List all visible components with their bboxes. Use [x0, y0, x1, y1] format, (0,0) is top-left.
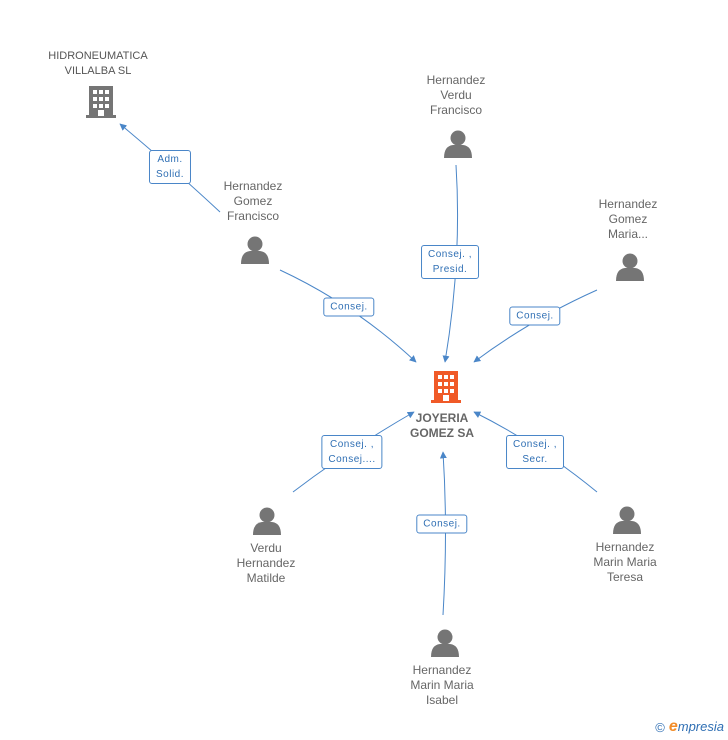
edge-label-consej-secr[interactable]: Consej. , Secr. [506, 435, 564, 469]
company-name-line1: HIDRONEUMATICA [48, 50, 148, 62]
person-label-line: Hernandez [236, 556, 296, 570]
edge-label-consej-p3[interactable]: Consej. [509, 306, 561, 326]
person-label-line: Hernandez [598, 197, 658, 211]
edge-label-line: Presid. [432, 264, 468, 275]
person-label-line: Marin Maria [593, 555, 657, 569]
person-icon-p6[interactable] [613, 506, 641, 535]
person-label-line: Verdu [250, 541, 282, 555]
edge-label-adm-solid[interactable]: Adm. Solid. [148, 150, 192, 184]
edge-label-consej-p5[interactable]: Consej. [416, 514, 468, 534]
brand-name: mpresia [677, 719, 724, 734]
center-name-line1: JOYERIA [415, 411, 469, 425]
person-label-line: Isabel [425, 693, 459, 707]
company-name-label[interactable]: HIDRONEUMATICA VILLALBA SL [48, 49, 147, 79]
edge-label-line: Consej. , [428, 249, 472, 260]
edge-label-line: Consej. [423, 518, 461, 530]
copyright-symbol: © [655, 719, 665, 735]
edge-label-line: Secr. [522, 454, 548, 465]
center-company-building-icon[interactable] [431, 371, 461, 403]
person-label-line: Francisco [429, 103, 482, 117]
center-company-label[interactable]: JOYERIA GOMEZ SA [410, 411, 474, 441]
person-label-p6[interactable]: Hernandez Marin Maria Teresa [593, 540, 656, 585]
person-label-line: Hernandez [412, 663, 472, 677]
person-icon-p2[interactable] [241, 236, 269, 265]
person-label-line: Marin Maria [410, 678, 474, 692]
edge-label-line: Consej. [330, 301, 368, 313]
person-label-line: Gomez [608, 212, 648, 226]
person-label-p1[interactable]: Hernandez Verdu Francisco [427, 73, 486, 118]
person-label-line: Hernandez [223, 179, 283, 193]
person-icon-p5[interactable] [431, 629, 459, 658]
person-label-line: Francisco [226, 209, 279, 223]
person-label-line: Maria... [607, 227, 648, 241]
person-label-p3[interactable]: Hernandez Gomez Maria... [599, 197, 658, 242]
edge-label-consej-p2[interactable]: Consej. [323, 297, 375, 317]
edge-label-line: Adm. [157, 154, 183, 165]
edge-line-consej-p5 [439, 451, 447, 616]
footer-brand: © empresia [655, 718, 724, 736]
edge-label-consej-consej[interactable]: Consej. , Consej.... [321, 435, 383, 469]
edge-label-line: Consej. , [330, 439, 374, 450]
person-label-line: Gomez [233, 194, 273, 208]
edge-label-consej-presid[interactable]: Consej. , Presid. [421, 245, 479, 279]
person-icon-p3[interactable] [616, 253, 644, 282]
edge-label-line: Solid. [155, 169, 185, 180]
person-label-line: Hernandez [426, 73, 486, 87]
person-label-line: Matilde [246, 571, 286, 585]
person-label-line: Teresa [606, 570, 644, 584]
person-label-p4[interactable]: Verdu Hernandez Matilde [237, 541, 296, 586]
brand-logo-e-icon: e [668, 718, 678, 735]
person-label-line: Hernandez [595, 540, 655, 554]
person-label-p2[interactable]: Hernandez Gomez Francisco [224, 179, 283, 224]
company-building-icon[interactable] [86, 86, 116, 118]
person-label-p5[interactable]: Hernandez Marin Maria Isabel [410, 663, 473, 708]
center-name-line2: GOMEZ SA [409, 426, 475, 440]
person-icon-p4[interactable] [253, 507, 281, 536]
person-icon-p1[interactable] [444, 130, 472, 159]
edge-label-line: Consej.... [328, 454, 376, 465]
edge-label-line: Consej. [516, 310, 554, 322]
person-label-line: Verdu [440, 88, 472, 102]
brand-logo[interactable]: empresia [669, 718, 724, 736]
edge-label-line: Consej. , [513, 439, 557, 450]
company-name-line2: VILLALBA SL [64, 65, 132, 77]
edge-line-consej-p3 [473, 289, 598, 363]
